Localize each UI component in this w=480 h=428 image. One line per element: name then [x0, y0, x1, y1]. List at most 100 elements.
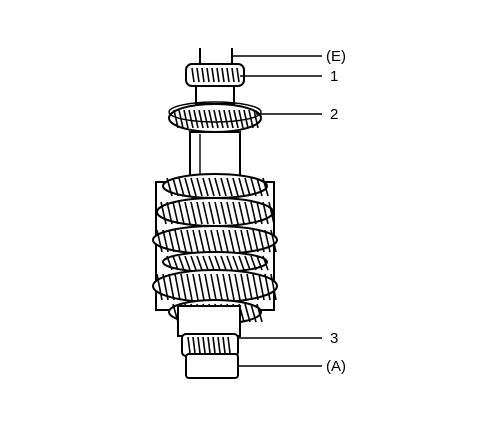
- gear-tooth: [198, 229, 205, 253]
- gear-tooth: [243, 109, 249, 129]
- gear-tooth: [238, 177, 245, 197]
- gear-tooth: [240, 229, 247, 253]
- bearing-roller: [226, 67, 230, 83]
- gear-tooth: [244, 177, 251, 197]
- gear-tooth: [220, 201, 227, 225]
- gear-tooth: [226, 201, 233, 225]
- gear-tooth: [233, 109, 239, 129]
- gear-tooth: [196, 255, 203, 271]
- gear-tooth: [208, 255, 215, 271]
- gear-tooth: [168, 229, 175, 253]
- gear-tooth: [222, 273, 229, 301]
- gear-tooth: [193, 109, 199, 129]
- gear-tooth: [256, 177, 263, 197]
- gear-tooth: [218, 109, 224, 129]
- gear-tooth: [178, 177, 185, 197]
- bearing-roller: [191, 67, 195, 83]
- bearing-roller: [207, 336, 211, 354]
- shaft-bottom: [185, 353, 239, 379]
- gear-tooth: [246, 273, 253, 301]
- gear-tooth: [202, 201, 209, 225]
- gear-tooth: [226, 255, 233, 271]
- gear-tooth: [203, 109, 209, 129]
- bearing-roller: [216, 67, 220, 83]
- gear-tooth: [198, 109, 204, 129]
- gear-tooth: [258, 273, 265, 301]
- gear-tooth: [226, 177, 233, 197]
- gear-tooth: [168, 273, 175, 301]
- gear-tooth: [196, 201, 203, 225]
- gear-tooth: [173, 109, 179, 129]
- bearing-roller: [212, 336, 216, 354]
- callout-1: 1: [330, 68, 338, 85]
- gear-tooth: [213, 109, 219, 129]
- gear-stack: [152, 173, 278, 325]
- gear-tooth: [250, 255, 257, 271]
- gear-tooth: [232, 177, 239, 197]
- gear-tooth: [244, 201, 251, 225]
- bearing-roller: [227, 336, 231, 354]
- gear-tooth: [162, 273, 169, 301]
- gear-upper-teeth: [173, 109, 259, 129]
- gear-tooth: [238, 109, 244, 129]
- shaft-middle: [189, 131, 241, 179]
- gear-tooth: [256, 303, 263, 323]
- gear-tooth: [178, 255, 185, 271]
- gear-tooth: [234, 273, 241, 301]
- gear-tooth: [256, 255, 263, 271]
- gear-tooth: [166, 255, 173, 271]
- gear-tooth: [264, 273, 271, 301]
- gear-tooth: [238, 201, 245, 225]
- gear-tooth: [202, 177, 209, 197]
- bearing-roller: [202, 336, 206, 354]
- gear-tooth: [252, 229, 259, 253]
- callout-3: 3: [330, 330, 338, 347]
- gear-tooth: [222, 229, 229, 253]
- shaft-lower: [177, 305, 241, 337]
- gear-tooth: [270, 229, 277, 253]
- bearing-bottom: [181, 333, 239, 357]
- bearing-roller: [196, 67, 200, 83]
- callout-E: (E): [326, 48, 346, 65]
- gear-tooth: [256, 201, 263, 225]
- gear-tooth: [208, 109, 214, 129]
- bearing-roller: [201, 67, 205, 83]
- gear-tooth: [253, 109, 259, 129]
- gear-tooth: [196, 177, 203, 197]
- bearing-roller: [236, 67, 240, 83]
- gear-tooth: [250, 303, 257, 323]
- gear-tooth: [192, 229, 199, 253]
- gear-tooth: [156, 273, 163, 301]
- bearing-roller: [221, 67, 225, 83]
- callout-2: 2: [330, 106, 338, 123]
- gear-tooth: [216, 273, 223, 301]
- gear-tooth: [244, 303, 251, 323]
- gear-tooth: [172, 201, 179, 225]
- gear-tooth: [166, 177, 173, 197]
- bearing-bottom-roller-marks: [187, 336, 231, 354]
- gear-tooth: [172, 255, 179, 271]
- leader-lines: [232, 55, 322, 367]
- gear-tooth: [220, 255, 227, 271]
- callout-A: (A): [326, 358, 346, 375]
- gear-tooth: [268, 201, 275, 225]
- bearing-roller: [231, 67, 235, 83]
- gear-tooth: [208, 201, 215, 225]
- bearing-roller: [187, 336, 191, 354]
- gear-tooth: [244, 255, 251, 271]
- gear-tooth: [160, 201, 167, 225]
- gear-tooth: [250, 201, 257, 225]
- gear-tooth: [174, 273, 181, 301]
- gear-tooth: [228, 109, 234, 129]
- gear-tooth: [190, 255, 197, 271]
- gear-tooth: [232, 255, 239, 271]
- gear-tooth: [252, 273, 259, 301]
- gear-tooth: [198, 273, 205, 301]
- bearing-roller: [222, 336, 226, 354]
- gear-tooth: [190, 201, 197, 225]
- gear-tooth: [183, 109, 189, 129]
- gear-tooth: [178, 201, 185, 225]
- gear-tooth: [174, 229, 181, 253]
- gear-tooth: [188, 109, 194, 129]
